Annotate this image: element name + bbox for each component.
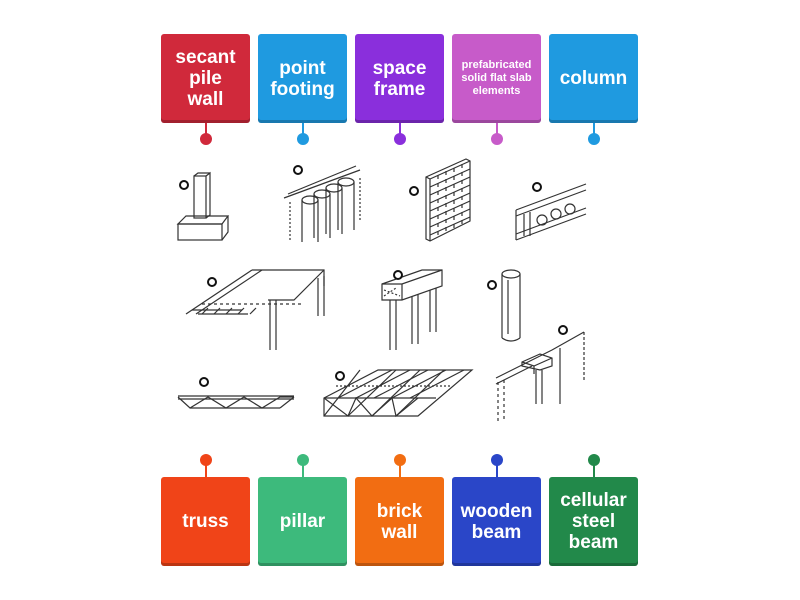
wooden-beam-drawing [376, 268, 446, 352]
label-tile-point-footing[interactable]: point footing [258, 34, 347, 123]
connector-dot[interactable] [394, 133, 406, 145]
tile-connector [302, 123, 304, 137]
connector-dot[interactable] [491, 133, 503, 145]
connector-dot[interactable] [297, 133, 309, 145]
label-tile-wooden-beam[interactable]: wooden beam [452, 477, 541, 566]
point-footing-drawing [172, 170, 234, 244]
cellular-steel-beam-drawing [512, 178, 590, 242]
connector-dot[interactable] [491, 454, 503, 466]
secant-pile-wall-drawing [280, 158, 366, 244]
label-tile-prefabricated-slab[interactable]: prefabricated solid flat slab elements [452, 34, 541, 123]
tile-connector [593, 464, 595, 478]
tile-connector [399, 123, 401, 137]
connector-dot[interactable] [588, 133, 600, 145]
drop-target-circle[interactable] [558, 325, 568, 335]
drop-target-circle[interactable] [393, 270, 403, 280]
drop-target-circle[interactable] [487, 280, 497, 290]
connector-dot[interactable] [588, 454, 600, 466]
label-tile-column[interactable]: column [549, 34, 638, 123]
prefab-slab-drawing [182, 266, 328, 352]
tile-connector [205, 464, 207, 478]
truss-drawing [176, 392, 296, 412]
pillar-frame-drawing [492, 326, 590, 424]
tile-connector [205, 123, 207, 137]
brick-wall-drawing [420, 155, 474, 243]
connector-dot[interactable] [200, 454, 212, 466]
tile-connector [302, 464, 304, 478]
drop-target-circle[interactable] [179, 180, 189, 190]
connector-dot[interactable] [394, 454, 406, 466]
drop-target-circle[interactable] [409, 186, 419, 196]
label-tile-brick-wall[interactable]: brick wall [355, 477, 444, 566]
tile-connector [496, 464, 498, 478]
label-tile-cellular-steel-beam[interactable]: cellular steel beam [549, 477, 638, 566]
drop-target-circle[interactable] [532, 182, 542, 192]
tile-connector [399, 464, 401, 478]
connector-dot[interactable] [200, 133, 212, 145]
connector-dot[interactable] [297, 454, 309, 466]
tile-connector [496, 123, 498, 137]
label-tile-secant-pile-wall[interactable]: secant pile wall [161, 34, 250, 123]
label-tile-space-frame[interactable]: space frame [355, 34, 444, 123]
drop-target-circle[interactable] [199, 377, 209, 387]
label-tile-truss[interactable]: truss [161, 477, 250, 566]
drop-target-circle[interactable] [207, 277, 217, 287]
drop-target-circle[interactable] [335, 371, 345, 381]
tile-connector [593, 123, 595, 137]
label-tile-pillar[interactable]: pillar [258, 477, 347, 566]
column-drawing [498, 268, 524, 344]
drop-target-circle[interactable] [293, 165, 303, 175]
space-frame-drawing [320, 368, 476, 420]
